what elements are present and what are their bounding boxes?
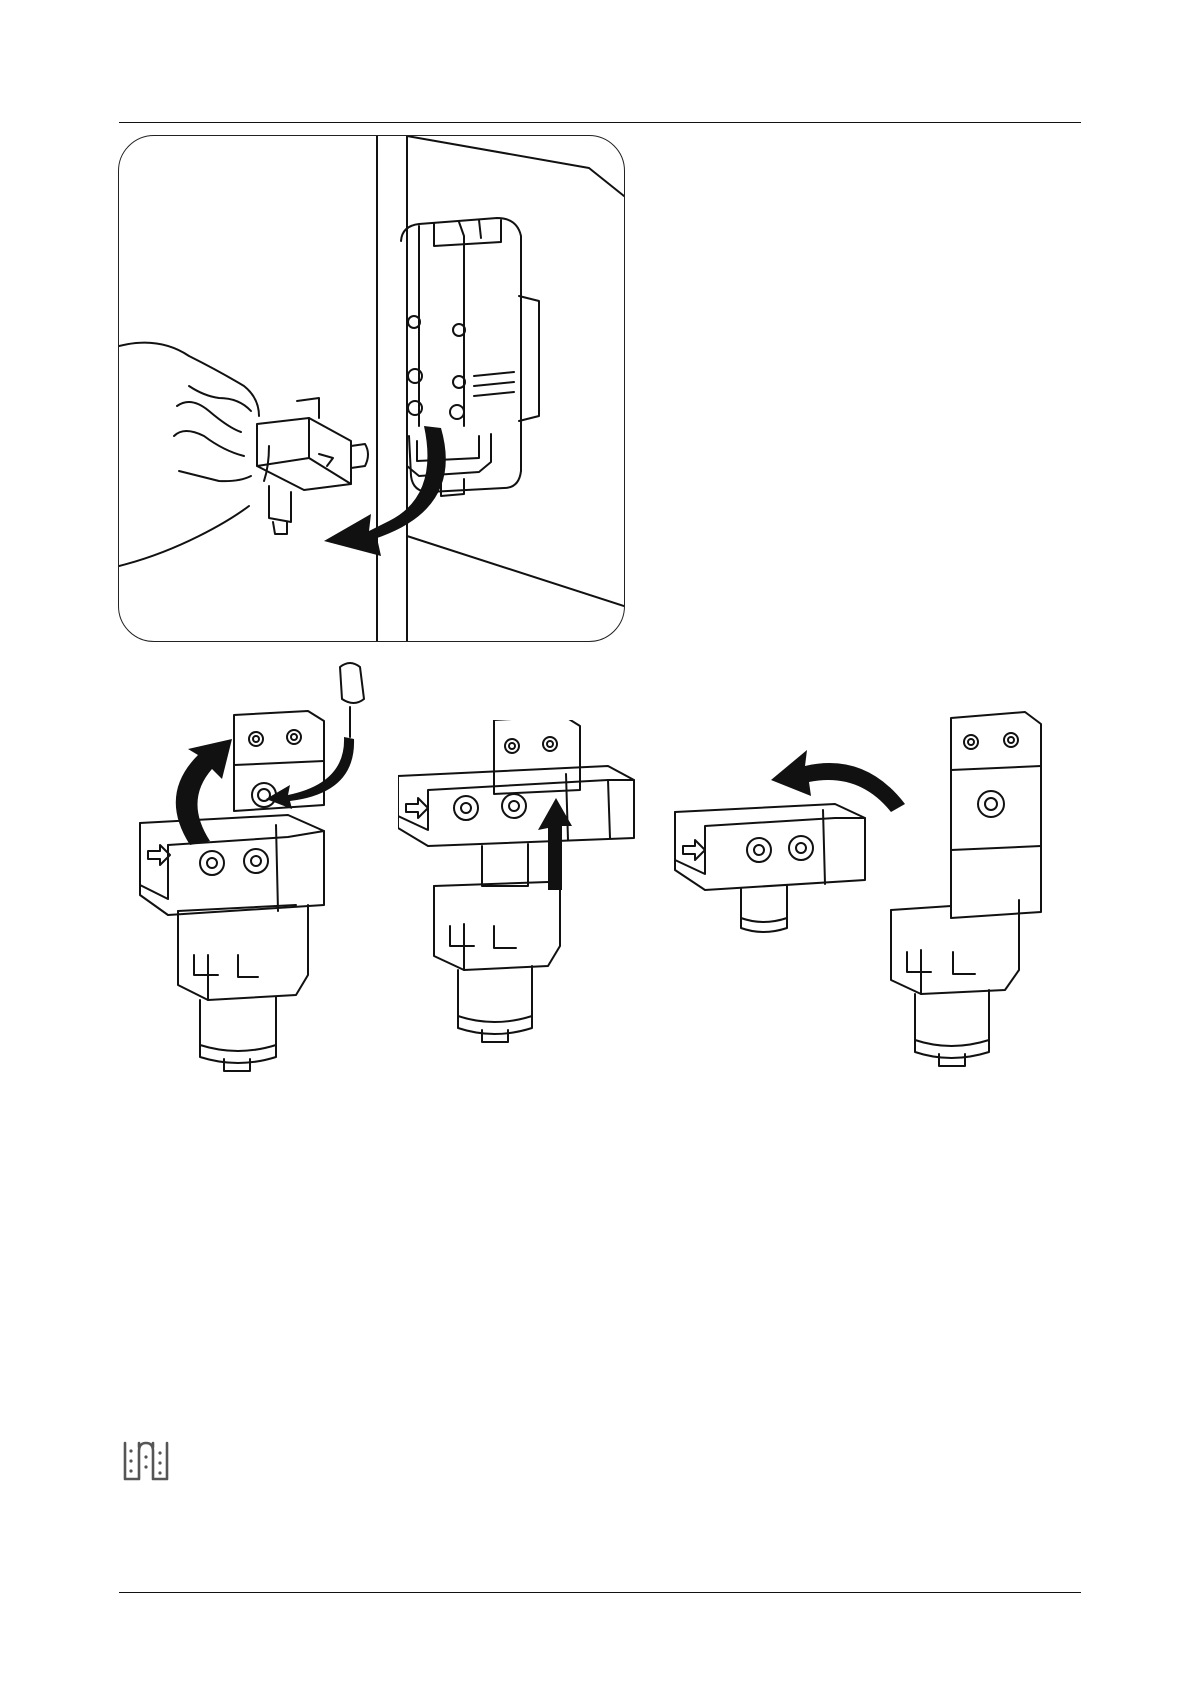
footer-rule (119, 1592, 1081, 1593)
curved-arrow-up (176, 739, 232, 845)
step-2-illustration (398, 720, 648, 1075)
step-1-illustration (128, 655, 393, 1075)
water-filter-symbol-icon (119, 1437, 173, 1485)
step-3-illustration (655, 700, 1085, 1080)
header-rule (119, 122, 1081, 123)
hand-removing-filter-illustration (119, 136, 624, 641)
curved-arrow-down-left (324, 426, 446, 556)
curved-arrow-pointing-to-port (266, 737, 354, 809)
filter-head-slide-up-illustration (398, 720, 648, 1075)
filter-head-detach-illustration (655, 700, 1085, 1080)
removal-illustration-panel (118, 135, 625, 642)
curved-arrow-left (771, 750, 905, 812)
filter-head-insert-pin-illustration (128, 655, 393, 1075)
